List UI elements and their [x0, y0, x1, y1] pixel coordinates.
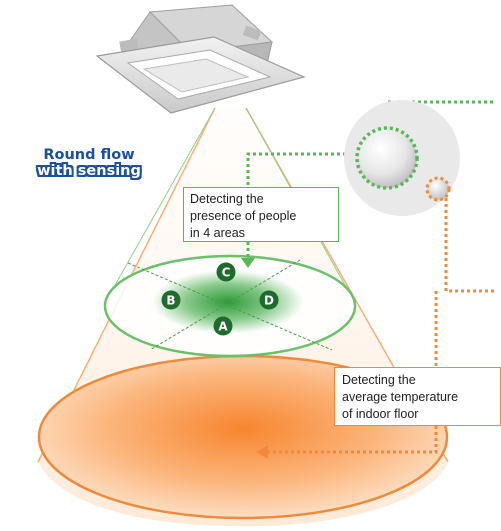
ceiling-cassette-unit	[95, 4, 306, 114]
people-callout-line: Detecting the	[190, 192, 264, 206]
zone-divider-2	[149, 259, 301, 351]
zone-divider-1	[127, 262, 333, 351]
people-arrow-head	[241, 258, 255, 268]
floor-callout-line: of indoor floor	[342, 407, 419, 421]
floor-arrow-line	[268, 426, 438, 454]
floor-callout-line: Detecting the	[342, 373, 416, 387]
zone-marker-b: B	[161, 290, 181, 310]
people-sensor-dome	[355, 126, 419, 190]
zone-marker-c: C	[216, 262, 236, 282]
floor-sensor-connector	[444, 186, 495, 293]
svg-text:B: B	[166, 294, 175, 308]
product-title-line1: Round flow	[43, 147, 135, 163]
people-detection-callout: Detecting the presence of people in 4 ar…	[183, 187, 339, 242]
floor-callout-line: average temperature	[342, 390, 459, 404]
people-callout-line: in 4 areas	[190, 226, 245, 240]
svg-text:A: A	[218, 320, 228, 334]
floor-temperature-callout: Detecting the average temperature of ind…	[334, 367, 501, 426]
product-title: Round flow with sensing	[14, 147, 164, 179]
svg-text:D: D	[264, 294, 274, 308]
people-presence-glow	[152, 270, 304, 334]
sensor-closeup	[344, 100, 460, 216]
zone-marker-a: A	[213, 316, 233, 336]
floor-arrow-head	[256, 445, 268, 459]
people-cone-left	[104, 107, 216, 304]
people-callout-connector	[246, 152, 382, 187]
product-title-line2: with sensing	[37, 163, 141, 179]
floor-sensor-dome	[425, 176, 451, 202]
svg-text:C: C	[222, 266, 231, 280]
zone-marker-d: D	[259, 290, 279, 310]
people-callout-line: presence of people	[190, 209, 297, 223]
